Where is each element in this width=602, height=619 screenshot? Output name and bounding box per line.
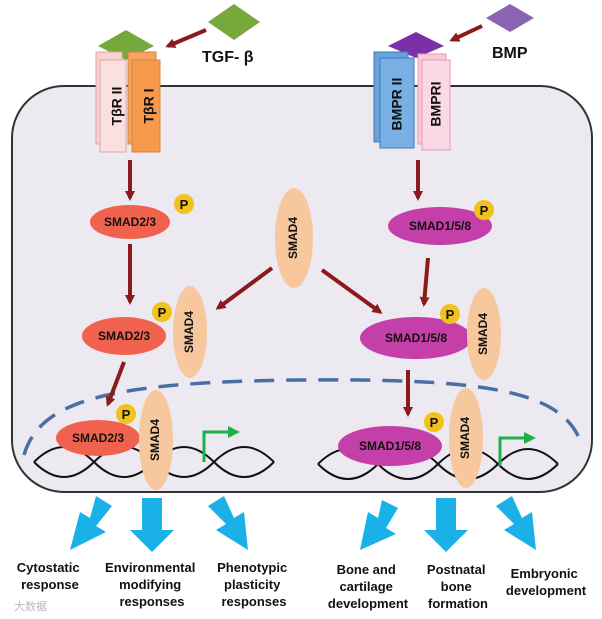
smad23-top — [90, 205, 170, 239]
phospho-label: P — [446, 307, 455, 322]
tgf-ligand-diamond — [208, 4, 260, 40]
bmp-ligand-label: BMP — [492, 45, 528, 62]
tgf-receptor-1-label: TβR I — [141, 89, 157, 124]
smad23-nuclear — [56, 420, 140, 456]
bmp-receptor-1-label: BMPRI — [428, 81, 444, 126]
outcome-arrow — [130, 498, 174, 552]
phospho-badge — [174, 194, 194, 214]
outcome-phenotypic: Phenotypic plasticity responses — [217, 560, 291, 609]
watermark: 大数据 — [14, 599, 47, 613]
nucleus-boundary — [22, 378, 582, 456]
outcome-arrow — [496, 496, 536, 550]
smad4-tgf-nuclear — [139, 390, 173, 490]
bmp-ligand-arrow — [449, 24, 483, 42]
phospho-label: P — [180, 197, 189, 212]
smad158-top-label: SMAD1/5/8 — [409, 219, 471, 233]
smad158-nuclear-label: SMAD1/5/8 — [359, 439, 421, 453]
arrow-smad4-to-bmp-complex — [320, 268, 383, 314]
dna-strand — [317, 448, 559, 480]
outcome-arrow — [70, 496, 112, 550]
smad23-complex-label: SMAD2/3 — [98, 329, 150, 343]
smad23-complex — [82, 317, 166, 355]
outcome-arrow — [360, 500, 398, 550]
smad158-top — [388, 207, 492, 245]
arrow-smad4-to-tgf-complex — [215, 266, 274, 310]
phospho-label: P — [430, 415, 439, 430]
phospho-badge — [440, 304, 460, 324]
smad23-nuclear-label: SMAD2/3 — [72, 431, 124, 445]
phospho-badge — [152, 302, 172, 322]
phospho-badge — [474, 200, 494, 220]
bmp-ligand-diamond — [486, 4, 534, 32]
smad4-free-label: SMAD4 — [286, 217, 300, 259]
bmp-receptor-2 — [379, 57, 415, 149]
bmp-receptor-2-label: BMPR II — [389, 78, 405, 131]
outcome-arrow — [424, 498, 468, 552]
outcome-embryonic: Embryonic development — [506, 566, 587, 598]
outcome-postnatal-bone: Postnatal bone formation — [427, 562, 489, 611]
smad4-tgf-complex-label: SMAD4 — [182, 311, 196, 353]
smad4-tgf-complex — [173, 286, 207, 378]
outcome-bone-cartilage: Bone and cartilage development — [328, 562, 409, 611]
smad158-complex-label: SMAD1/5/8 — [385, 331, 447, 345]
tgf-ligand-arrow — [165, 28, 207, 48]
outcome-arrow — [208, 496, 248, 550]
smad4-tgf-nuclear-label: SMAD4 — [148, 419, 162, 461]
smad158-nuclear — [338, 426, 442, 466]
smad158-complex — [360, 317, 472, 359]
outcome-environmental: Environmental modifying responses — [105, 560, 199, 609]
bmp-receptor-1 — [421, 59, 451, 151]
smad4-bmp-nuclear — [449, 388, 483, 488]
arrow-tgf-complex-to-nucleus — [105, 361, 126, 407]
smad4-bmp-complex — [467, 288, 501, 380]
phospho-badge — [116, 404, 136, 424]
phospho-label: P — [122, 407, 131, 422]
transcription-arrow — [498, 432, 536, 466]
smad4-free — [275, 188, 313, 288]
smad4-bmp-nuclear-label: SMAD4 — [458, 417, 472, 459]
outcome-cytostatic: Cytostatic response — [17, 560, 83, 592]
smad4-bmp-complex-label: SMAD4 — [476, 313, 490, 355]
smad23-top-label: SMAD2/3 — [104, 215, 156, 229]
tgf-receptor-1 — [131, 59, 161, 153]
tgf-receptor-2-label: TβR II — [109, 87, 125, 126]
arrow-smad158-to-complex — [419, 257, 430, 307]
phospho-badge — [424, 412, 444, 432]
tgf-receptor-2 — [99, 59, 127, 153]
phospho-label: P — [480, 203, 489, 218]
phospho-label: P — [158, 305, 167, 320]
transcription-arrow — [202, 426, 240, 462]
tgf-ligand-label: TGF- β — [202, 49, 254, 66]
